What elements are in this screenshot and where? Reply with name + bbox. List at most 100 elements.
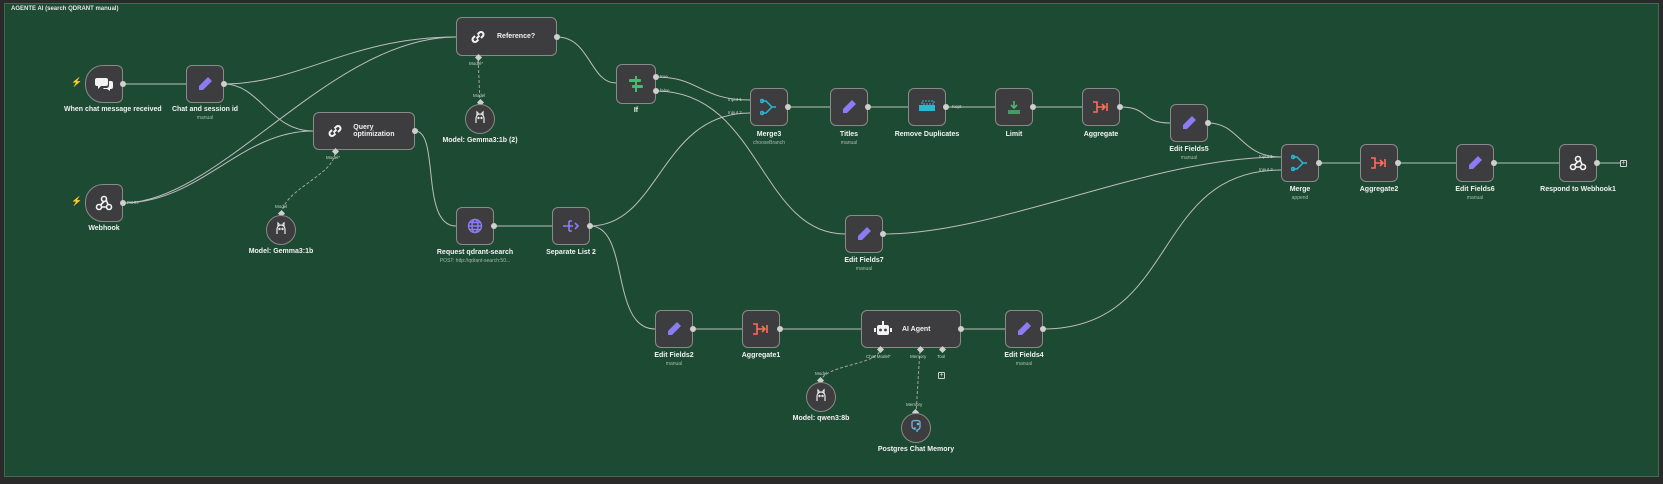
node-limit[interactable]: [995, 88, 1033, 126]
node-label: Request qdrant-search: [436, 249, 514, 256]
node-label: Edit Fields4: [1004, 352, 1044, 359]
wire-if-false-to-edit7: [655, 90, 846, 235]
port-label: Model: [275, 204, 288, 209]
node-remove-duplicates[interactable]: [908, 88, 946, 126]
node-edit-fields7[interactable]: [845, 215, 883, 253]
output-handle[interactable]: [120, 81, 126, 87]
node-chat-trigger[interactable]: [85, 65, 123, 103]
aggregate-icon: [752, 320, 770, 338]
node-edit-fields5[interactable]: [1170, 104, 1208, 142]
node-webhook[interactable]: [85, 184, 123, 222]
wire-edit7-to-merge: [882, 156, 1282, 235]
node-label: Aggregate: [1083, 131, 1119, 138]
node-label: Reference?: [497, 33, 536, 40]
node-reference[interactable]: Reference?: [456, 17, 557, 56]
wire-session-to-query: [223, 83, 314, 132]
node-postgres-memory[interactable]: [901, 413, 931, 443]
node-separate-list[interactable]: [552, 207, 590, 245]
limit-icon: [1005, 98, 1023, 116]
globe-icon: [466, 217, 484, 235]
output-handle[interactable]: [880, 231, 886, 237]
port-label-true: true: [660, 74, 668, 79]
node-model-gemma2[interactable]: [465, 104, 495, 134]
node-sublabel: manual: [1466, 195, 1484, 201]
node-ai-agent[interactable]: AI Agent: [861, 310, 961, 348]
pencil-icon: [196, 75, 214, 93]
node-label: Model: qwen3:8b: [792, 415, 850, 422]
output-handle[interactable]: [1040, 326, 1046, 332]
wire-gemma-to-query: [281, 151, 336, 215]
wire-session-to-reference: [223, 36, 457, 85]
wire-if-true-to-merge3: [655, 76, 751, 101]
node-if[interactable]: [616, 64, 656, 104]
merge-icon: [760, 98, 778, 116]
node-label: Edit Fields5: [1169, 146, 1209, 153]
output-handle[interactable]: [1491, 160, 1497, 166]
webhook-icon: [95, 194, 113, 212]
node-merge[interactable]: [1281, 144, 1319, 182]
add-node-button[interactable]: +: [1620, 160, 1627, 167]
node-titles[interactable]: [830, 88, 868, 126]
ollama-icon: [474, 110, 486, 129]
output-handle[interactable]: [221, 81, 227, 87]
arrow-tips: [186, 34, 1562, 332]
node-aggregate2[interactable]: [1360, 144, 1398, 182]
port-label-memory: Memory: [910, 354, 927, 359]
output-handle[interactable]: [1594, 160, 1600, 166]
output-handle[interactable]: [785, 104, 791, 110]
output-handle[interactable]: [554, 34, 560, 40]
node-edit-fields6[interactable]: [1456, 144, 1494, 182]
pencil-icon: [840, 98, 858, 116]
output-handle[interactable]: [1117, 104, 1123, 110]
merge-icon: [1291, 154, 1309, 172]
node-label: Separate List 2: [546, 249, 596, 256]
node-edit-fields4[interactable]: [1005, 310, 1043, 348]
output-handle[interactable]: [412, 128, 418, 134]
node-label: Titles: [839, 131, 859, 138]
output-handle[interactable]: [865, 104, 871, 110]
add-tool-button[interactable]: +: [938, 372, 945, 379]
node-edit-fields2[interactable]: [655, 310, 693, 348]
output-handle[interactable]: [1205, 120, 1211, 126]
false-output-handle[interactable]: [653, 88, 659, 94]
node-chat-session[interactable]: [186, 65, 224, 103]
aggregate-icon: [1370, 154, 1388, 172]
node-sublabel: manual: [665, 361, 683, 367]
wire-edit5-to-merge: [1207, 122, 1282, 158]
true-output-handle[interactable]: [653, 74, 659, 80]
output-handle[interactable]: [690, 326, 696, 332]
node-aggregate1[interactable]: [742, 310, 780, 348]
split-icon: [562, 217, 580, 235]
node-request-qdrant[interactable]: [456, 207, 494, 245]
output-handle[interactable]: [777, 326, 783, 332]
pencil-icon: [1015, 320, 1033, 338]
node-label: Limit: [1005, 131, 1023, 138]
node-label: AI Agent: [902, 325, 931, 333]
output-handle[interactable]: [1030, 104, 1036, 110]
node-model-qwen[interactable]: [806, 382, 836, 412]
node-merge3[interactable]: [750, 88, 788, 126]
port-label-chat-model: Chat Model*: [866, 354, 891, 359]
wire-webhook-to-query: [122, 130, 314, 204]
output-handle[interactable]: [491, 223, 497, 229]
port-label: Model: [473, 93, 486, 98]
output-handle[interactable]: [120, 200, 126, 206]
output-handle[interactable]: [587, 223, 593, 229]
node-sublabel: manual: [1015, 361, 1033, 367]
node-label: Edit Fields2: [654, 352, 694, 359]
port-label-input2: Input 2: [728, 110, 742, 115]
output-handle[interactable]: [958, 326, 964, 332]
pencil-icon: [1466, 154, 1484, 172]
node-respond-webhook[interactable]: [1559, 144, 1597, 182]
if-icon: [627, 75, 645, 93]
node-label: Aggregate2: [1359, 186, 1399, 193]
node-aggregate[interactable]: [1082, 88, 1120, 126]
node-query-optimization[interactable]: Query optimization: [313, 112, 415, 150]
node-sublabel: manual: [855, 266, 873, 272]
node-label: Postgres Chat Memory: [877, 446, 955, 453]
output-handle[interactable]: [943, 104, 949, 110]
node-model-gemma[interactable]: [266, 215, 296, 245]
output-handle[interactable]: [1316, 160, 1322, 166]
port-label-input1: Input 1: [728, 97, 742, 102]
output-handle[interactable]: [1395, 160, 1401, 166]
